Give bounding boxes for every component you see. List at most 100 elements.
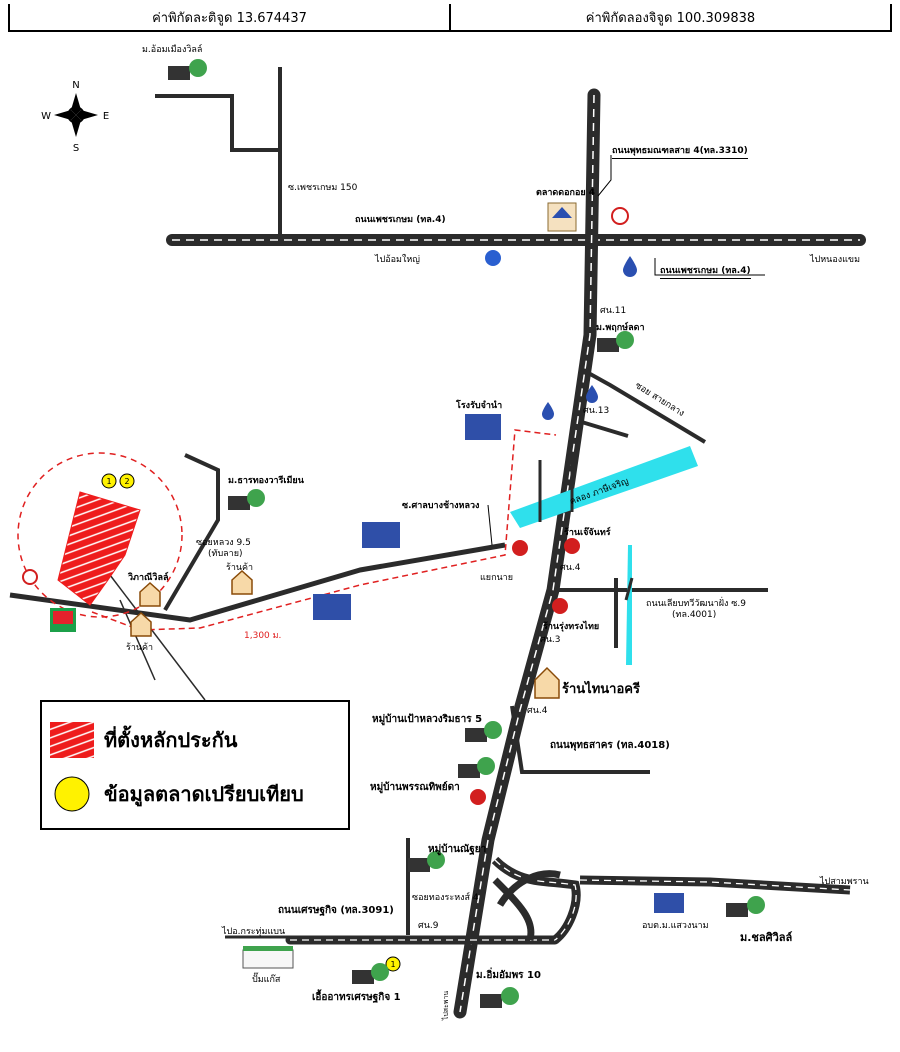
label-gas-station: ปั๊มแก๊ส bbox=[252, 975, 281, 985]
fuel-icons bbox=[542, 256, 637, 420]
label-ku-9: ศน.9 bbox=[418, 921, 439, 931]
label-village-siam: ม.อิ่มอัมพร 10 bbox=[476, 970, 541, 981]
compass-icon: N S E W bbox=[41, 80, 109, 154]
shop-pin-icon bbox=[552, 598, 568, 614]
label-road-4018: ถนนพุทธสาคร (ทล.4018) bbox=[550, 740, 670, 751]
label-road-3091: ถนนเศรษฐกิจ (ทล.3091) bbox=[278, 905, 394, 916]
label-talad-4: ตลาดดอกอย 4 bbox=[536, 188, 596, 198]
label-to-nong-khaem: ไปหนองแขม bbox=[810, 255, 861, 265]
gas-station-icon bbox=[242, 946, 294, 969]
label-soi-9-5: ซอยหลวง 9.5 bbox=[196, 538, 251, 548]
road-top-left bbox=[155, 94, 280, 152]
label-temple: อบต.ม.แสวงนาม bbox=[642, 921, 709, 931]
house-icon bbox=[139, 581, 161, 607]
collateral-parcel bbox=[57, 491, 141, 606]
label-soi-150: ซ.เพชรเกษม 150 bbox=[288, 183, 358, 193]
u-turn-icon bbox=[485, 250, 501, 266]
canal bbox=[510, 446, 698, 665]
shop-pins bbox=[470, 538, 580, 805]
label-soi-thaphong: ซอยทองระหงส์ 4 bbox=[412, 893, 479, 903]
store-logo-icon bbox=[50, 608, 76, 632]
house-icon bbox=[130, 611, 152, 637]
shop-pin-icon bbox=[470, 789, 486, 805]
label-road-phetkasem-right: ถนนเพชรเกษม (ทล.4) bbox=[660, 263, 751, 279]
label-factory: โรงรับจำนำ bbox=[456, 401, 503, 411]
label-ku-11: ศน.11 bbox=[600, 306, 627, 316]
leader-2 bbox=[109, 574, 206, 701]
label-vibhanee: วิภาณีวิลล์ bbox=[128, 573, 169, 583]
callout-lines bbox=[487, 155, 765, 546]
label-shop-b: ร้านค้า bbox=[126, 643, 154, 653]
label-shop-chan: ร้านเจ๊จันทร์ bbox=[564, 528, 611, 538]
compass-n: N bbox=[72, 80, 79, 91]
legend-collateral-row: ที่ตั้งหลักประกัน bbox=[50, 722, 237, 758]
label-road-9-km: ถนนเลียบทวีวัฒนาฝั่ง ซ.9 bbox=[646, 599, 746, 609]
building-icon bbox=[362, 522, 400, 548]
market-marker-3-label: 1 bbox=[390, 960, 395, 969]
market-marker-2: 2 bbox=[119, 473, 135, 489]
compass-s: S bbox=[73, 143, 79, 154]
market-marker-3: 1 bbox=[385, 956, 401, 972]
legend-collateral-swatch bbox=[50, 722, 94, 758]
village-icon bbox=[458, 757, 495, 778]
label-village-phruksa: ม.พฤกษ์ลดา bbox=[596, 323, 645, 333]
house-icon bbox=[231, 569, 253, 595]
factory-icon bbox=[465, 414, 501, 440]
label-village-top: ม.อ้อมเมืองวิลล์ bbox=[142, 45, 203, 55]
market-marker-2-label: 2 bbox=[124, 477, 129, 486]
label-yaek-nai: แยกนาย bbox=[480, 573, 514, 583]
village-icon bbox=[480, 987, 519, 1008]
latitude-label: ค่าพิกัดละติจูด 13.674437 bbox=[152, 10, 307, 26]
village-icon bbox=[465, 721, 502, 742]
label-ku-4a: ศน.4 bbox=[560, 563, 581, 573]
label-village-setthakit: เอื้ออาทรเศรษฐกิจ 1 bbox=[312, 992, 401, 1003]
village-icon bbox=[408, 851, 445, 872]
compass-e: E bbox=[103, 111, 109, 122]
main-roads bbox=[9, 88, 866, 1019]
label-road-phetkasem: ถนนเพชรเกษม (ทล.4) bbox=[355, 215, 446, 225]
label-village-nanthiya: หมู่บ้านณัฐยา bbox=[428, 844, 487, 855]
label-village-pruksakan: หมู่บ้านพรรณทิพย์ดา bbox=[370, 782, 460, 793]
coordinate-bar: ค่าพิกัดละติจูด 13.674437 ค่าพิกัดลองจิจ… bbox=[8, 4, 892, 32]
label-village-ban-suan: หมู่บ้านเป้าหลวงริมธาร 5 bbox=[372, 714, 483, 725]
label-to-om-yai: ไปอ้อมใหญ่ bbox=[375, 255, 420, 265]
label-village-rattanawan: ม.ธารทองวารีเมียน bbox=[228, 476, 304, 486]
label-ku-13: ศน.13 bbox=[583, 406, 610, 416]
house-icons bbox=[130, 569, 560, 699]
longitude-label: ค่าพิกัดลองจิจูด 100.309838 bbox=[449, 4, 890, 30]
shop-icon bbox=[534, 666, 560, 699]
village-icon bbox=[726, 896, 765, 917]
label-soi-san-luang: ซ.ศาลบางช้างหลวง bbox=[402, 501, 480, 511]
legend-market-label: ข้อมูลตลาดเปรียบเทียบ bbox=[104, 782, 304, 806]
village-icon bbox=[352, 963, 389, 984]
label-ku-3: ศน.3 bbox=[540, 635, 561, 645]
label-to-sam-phran: ไปสามพราน bbox=[820, 877, 869, 887]
compass-w: W bbox=[41, 111, 51, 122]
building-icon bbox=[313, 594, 351, 620]
road-soi-right bbox=[582, 368, 707, 444]
bank-icon bbox=[611, 207, 629, 225]
talad-icon bbox=[547, 202, 577, 232]
road-soi-left bbox=[163, 453, 220, 612]
market-marker-1: 1 bbox=[101, 473, 117, 489]
shop-pin-icon bbox=[564, 538, 580, 554]
no-entry-icon bbox=[22, 569, 38, 585]
label-distance: 1,300 ม. bbox=[244, 631, 282, 641]
label-road-4001: (ทล.4001) bbox=[672, 610, 717, 620]
building-icons bbox=[313, 414, 684, 913]
label-to-bottom: ไปสะพาน bbox=[442, 990, 451, 1021]
village-icon bbox=[168, 59, 207, 80]
label-ku-4b: ศน.4 bbox=[527, 706, 548, 716]
label-to-krathum-baen: ไปอ.กระทุ่มแบน bbox=[222, 927, 286, 937]
legend-market-swatch bbox=[54, 776, 90, 812]
label-village-setthawi: ม.ชลศิวิลล์ bbox=[740, 931, 793, 944]
village-icons bbox=[168, 59, 765, 1008]
market-marker-1-label: 1 bbox=[106, 477, 111, 486]
shop-pin-icon bbox=[512, 540, 528, 556]
legend-collateral-label: ที่ตั้งหลักประกัน bbox=[104, 728, 238, 752]
minor-roads bbox=[109, 67, 768, 939]
label-shop-a: ร้านค้า bbox=[226, 563, 254, 573]
village-icon bbox=[597, 331, 634, 352]
label-soi-9-5b: (ทับลาย) bbox=[208, 549, 243, 559]
